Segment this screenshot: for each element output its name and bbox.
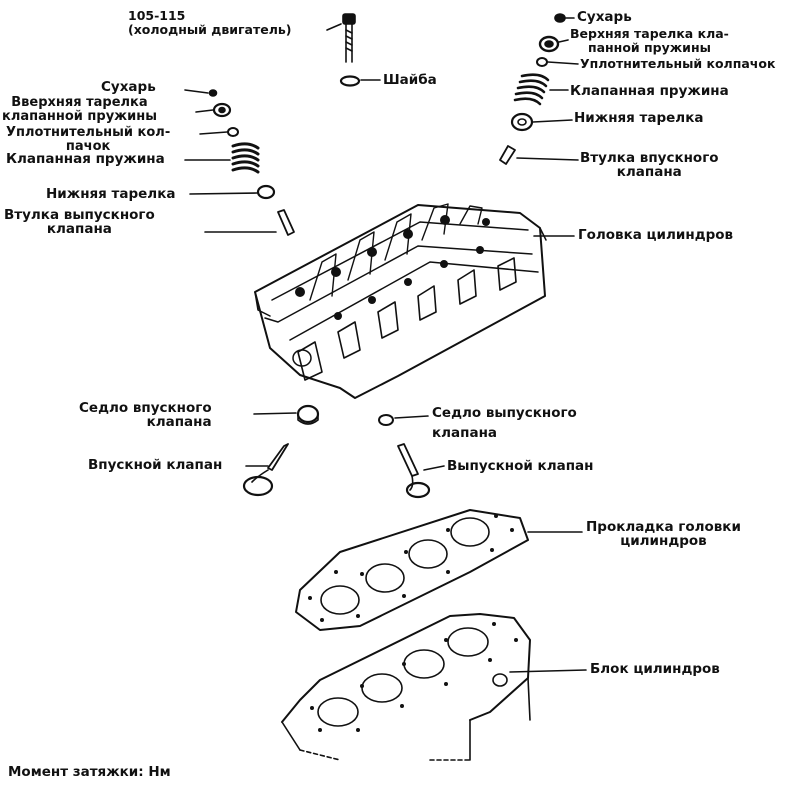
head-gasket-line1: Прокладка головки <box>586 519 741 535</box>
exhaust-seat-line1: Седло выпускного <box>432 405 577 421</box>
exhaust-seat-line2: клапана <box>432 425 498 441</box>
left-upper-retainer-part <box>212 102 232 118</box>
leader-left-upper-retainer <box>195 109 214 113</box>
left-spring-part <box>231 142 260 174</box>
intake-seat-line1: Седло впускного <box>79 400 212 416</box>
leader-left-keeper <box>184 89 209 94</box>
exhaust-seat-part <box>378 414 394 426</box>
right-seal-part <box>536 57 548 67</box>
right-upper-retainer-line1: Верхняя тарелка кла- <box>570 26 729 41</box>
exhaust-guide-line2: клапана <box>46 221 112 237</box>
right-seal-label: Уплотнительный колпачок <box>580 56 776 71</box>
left-keeper-part <box>208 89 218 97</box>
left-seal-part <box>227 127 239 137</box>
left-upper-retainer-label: Вверхняя тарелка клапанной пружины <box>2 96 157 124</box>
leader-exhaust-valve <box>423 465 445 471</box>
exhaust-guide-label: Втулка выпускного клапана <box>4 208 155 236</box>
intake-guide-line1: Втулка впускного <box>580 150 719 166</box>
left-upper-retainer-line2: клапанной пружины <box>2 109 157 124</box>
leader-exhaust-seat <box>394 415 429 419</box>
leader-left-lower-seat <box>189 192 258 195</box>
leader-right-lower-seat <box>532 119 573 123</box>
left-lower-seat-part <box>256 184 276 200</box>
left-keeper-label: Сухарь <box>101 79 156 95</box>
intake-seat-part <box>296 404 320 425</box>
left-spring-label: Клапанная пружина <box>6 151 165 167</box>
left-seal-label: Уплотнительный кол- пачок <box>6 126 170 154</box>
leader-intake-guide <box>516 157 579 161</box>
right-lower-seat-part <box>510 112 534 132</box>
head-gasket-label: Прокладка головки цилиндров <box>586 520 741 548</box>
right-upper-retainer-label: Верхняя тарелка кла- панной пружины <box>570 27 729 55</box>
left-lower-seat-label: Нижняя тарелка <box>46 186 176 202</box>
right-upper-retainer-line2: панной пружины <box>587 40 711 55</box>
washer-label: Шайба <box>383 72 437 88</box>
left-seal-line1: Уплотнительный кол- <box>6 125 171 140</box>
leader-torque-bolt <box>326 23 342 31</box>
cylinder-block-part <box>281 613 531 761</box>
exhaust-seat-label: Седло выпускного клапана <box>432 406 577 440</box>
left-seal-line2: пачок <box>65 139 111 154</box>
left-upper-retainer-line1: Вверхняя тарелка <box>11 95 148 110</box>
intake-valve-part <box>242 443 289 497</box>
exhaust-valve-part <box>397 443 431 499</box>
right-keeper-part <box>554 13 566 23</box>
head-gasket-line2: цилиндров <box>620 533 707 549</box>
intake-seat-line2: клапана <box>146 414 212 430</box>
leader-intake-seat <box>253 412 297 415</box>
torque-spec-label: 105-115 (холодный двигатель) <box>128 9 291 37</box>
right-upper-retainer-part <box>538 35 560 53</box>
torque-spec-condition: (холодный двигатель) <box>128 22 292 37</box>
washer-part <box>339 75 361 87</box>
right-spring-part <box>513 73 550 106</box>
torque-spec-value: 105-115 <box>128 8 186 23</box>
head-bolt <box>342 13 356 63</box>
cylinder-block-label: Блок цилиндров <box>590 661 720 677</box>
exhaust-guide-line1: Втулка выпускного <box>4 207 155 223</box>
intake-valve-label: Впускной клапан <box>88 457 223 473</box>
intake-guide-part <box>499 145 516 165</box>
head-gasket-part <box>295 509 529 631</box>
torque-units-footer: Момент затяжки: Нм <box>8 764 171 780</box>
right-keeper-label: Сухарь <box>577 9 632 25</box>
cylinder-head-label: Головка цилиндров <box>578 227 734 243</box>
intake-seat-label: Седло впускного клапана <box>79 401 212 429</box>
right-spring-label: Клапанная пружина <box>570 83 729 99</box>
leader-cylinder-block <box>509 669 587 673</box>
leader-right-seal <box>547 61 579 65</box>
intake-guide-line2: клапана <box>616 164 682 180</box>
leader-left-seal <box>199 131 228 135</box>
intake-guide-label: Втулка впускного клапана <box>580 151 719 179</box>
leader-right-upper-retainer <box>558 39 569 43</box>
cylinder-head-part <box>254 203 547 399</box>
exhaust-valve-label: Выпускной клапан <box>447 458 594 474</box>
right-lower-seat-label: Нижняя тарелка <box>574 110 704 126</box>
exhaust-guide-part <box>277 209 295 236</box>
